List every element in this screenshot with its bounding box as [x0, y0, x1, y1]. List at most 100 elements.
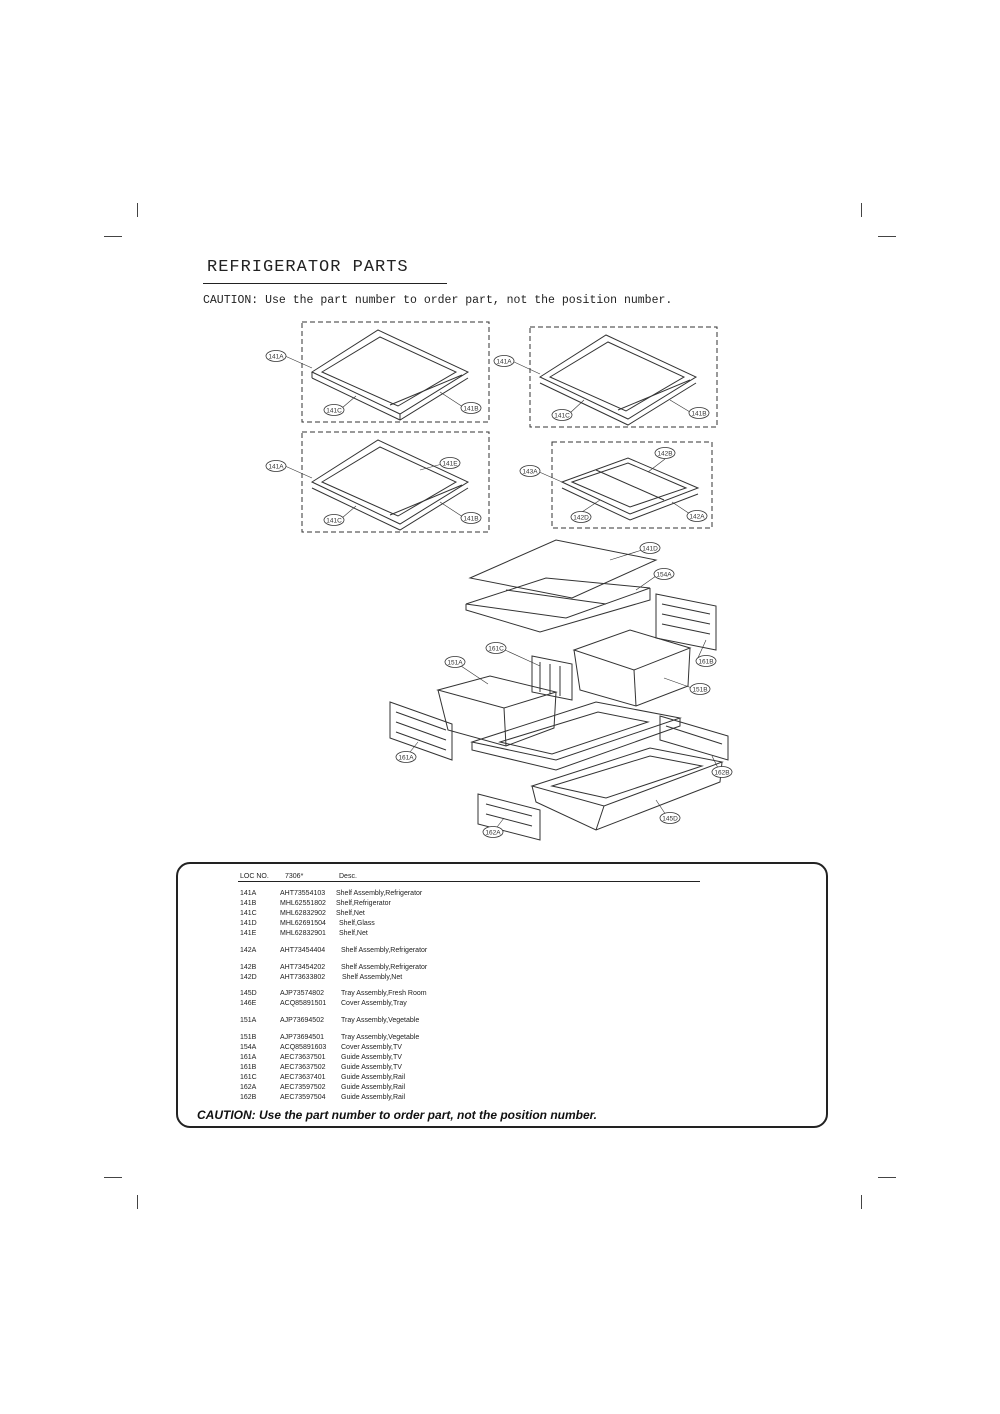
callout-label: 141C	[326, 517, 342, 524]
callout-label: 141C	[554, 412, 570, 419]
rail-guide-drawing	[659, 715, 729, 761]
part-number-cell: ACQ85891603	[280, 1044, 327, 1051]
loc-no-cell: 142A	[240, 947, 257, 954]
part-number-cell: MHL62832902	[280, 910, 326, 917]
description-cell: Guide Assembly,TV	[341, 1064, 402, 1071]
loc-no-cell: 161C	[240, 1074, 257, 1081]
description-cell: Shelf,Refrigerator	[336, 900, 391, 907]
callout-label: 161A	[398, 754, 414, 761]
callout-161a: 161A	[395, 751, 417, 763]
part-number-cell: AEC73597502	[280, 1084, 326, 1091]
callout-label: 141A	[268, 353, 284, 360]
loc-no-cell: 151B	[240, 1034, 257, 1041]
cover-assembly-drawing	[465, 577, 651, 633]
vegetable-tray-drawing	[572, 629, 692, 707]
shelf-assembly-drawing	[538, 334, 698, 426]
part-number-cell: MHL62832901	[280, 930, 326, 937]
callout-162b: 162B	[711, 766, 733, 778]
description-cell: Tray Assembly,Vegetable	[341, 1034, 420, 1041]
part-number-cell: AHT73633802	[280, 974, 326, 981]
crop-mark	[137, 203, 138, 217]
description-cell: Shelf Assembly,Refrigerator	[341, 964, 428, 971]
description-cell: Shelf,Net	[339, 930, 368, 937]
glass-shelf-drawing	[468, 539, 658, 599]
loc-no-cell: 142B	[240, 964, 257, 971]
crop-mark	[861, 203, 862, 217]
shelf-group-frame	[301, 321, 490, 423]
callout-label: 161C	[488, 645, 504, 652]
rail-guide-drawing	[531, 655, 573, 701]
part-number-cell: AHT73554103	[280, 890, 326, 897]
crop-mark	[137, 1195, 138, 1209]
description-cell: Cover Assembly,TV	[341, 1044, 402, 1051]
part-number-cell: AJP73694502	[280, 1017, 324, 1024]
callout-label: 142A	[689, 513, 705, 520]
callout-label: 154A	[656, 571, 672, 578]
callout-label: 141B	[691, 410, 706, 417]
crop-mark	[878, 1177, 896, 1178]
callout-141c: 141C	[323, 514, 345, 526]
crop-mark	[104, 236, 122, 237]
loc-no-cell: 141B	[240, 900, 257, 907]
callout-label: 141D	[642, 545, 658, 552]
shelf-group-frame	[301, 431, 490, 533]
description-cell: Shelf Assembly,Net	[342, 974, 403, 981]
crop-mark	[861, 1195, 862, 1209]
description-cell: Tray Assembly,Fresh Room	[341, 990, 427, 997]
guide-assembly-drawing	[389, 701, 453, 761]
callout-label: 141B	[463, 405, 478, 412]
caution-note-bottom: CAUTION: Use the part number to order pa…	[197, 1108, 598, 1122]
callout-label: 142D	[573, 514, 589, 521]
callout-label: 141A	[268, 463, 284, 470]
description-cell: Guide Assembly,Rail	[341, 1074, 406, 1081]
callout-label: 161B	[698, 658, 713, 665]
callout-141a: 141A	[493, 355, 515, 367]
loc-no-cell: 145D	[240, 990, 257, 997]
callout-142a: 142A	[686, 510, 708, 522]
shelf-assembly-drawing	[310, 329, 470, 421]
part-number-cell: AJP73574802	[280, 990, 324, 997]
callout-145d: 145D	[659, 812, 681, 824]
callout-label: 145D	[662, 815, 678, 822]
callout-154a: 154A	[653, 568, 675, 580]
part-number-cell: MHL62691504	[280, 920, 326, 927]
loc-no-cell: 141A	[240, 890, 257, 897]
description-cell: Guide Assembly,Rail	[341, 1094, 406, 1101]
callout-label: 142B	[657, 450, 672, 457]
callout-141d: 141D	[639, 542, 661, 554]
callout-label: 141A	[496, 358, 512, 365]
loc-no-cell: 154A	[240, 1044, 257, 1051]
page-title: REFRIGERATOR PARTS	[207, 258, 409, 277]
header-description: Desc.	[339, 873, 357, 880]
rail-guide-drawing	[477, 793, 541, 841]
part-number-cell: ACQ85891501	[280, 1000, 327, 1007]
description-cell: Shelf Assembly,Refrigerator	[341, 947, 428, 954]
part-number-cell: AEC73637401	[280, 1074, 326, 1081]
title-underline	[203, 283, 447, 284]
callout-141a: 141A	[265, 460, 287, 472]
callout-141e: 141E	[439, 457, 461, 469]
split-shelf-drawing	[560, 457, 700, 521]
shelf-assembly-drawing	[310, 439, 470, 531]
description-cell: Shelf,Glass	[339, 920, 375, 927]
callout-141c: 141C	[551, 409, 573, 421]
guide-assembly-drawing	[655, 593, 717, 651]
loc-no-cell: 161B	[240, 1064, 257, 1071]
callout-label: 151A	[447, 659, 463, 666]
loc-no-cell: 141E	[240, 930, 257, 937]
loc-no-cell: 141D	[240, 920, 257, 927]
callout-142b: 142B	[654, 447, 676, 459]
callout-161b: 161B	[695, 655, 717, 667]
callout-label: 162B	[714, 769, 729, 776]
part-number-cell: AEC73597504	[280, 1094, 326, 1101]
loc-no-cell: 141C	[240, 910, 257, 917]
part-number-cell: AJP73694501	[280, 1034, 324, 1041]
callout-151a: 151A	[444, 656, 466, 668]
callout-161c: 161C	[485, 642, 507, 654]
callout-143a: 143A	[519, 465, 541, 477]
description-cell: Guide Assembly,TV	[341, 1054, 402, 1061]
part-number-cell: AHT73454404	[280, 947, 326, 954]
callout-label: 143A	[522, 468, 538, 475]
callout-141b: 141B	[688, 407, 710, 419]
callout-141a: 141A	[265, 350, 287, 362]
